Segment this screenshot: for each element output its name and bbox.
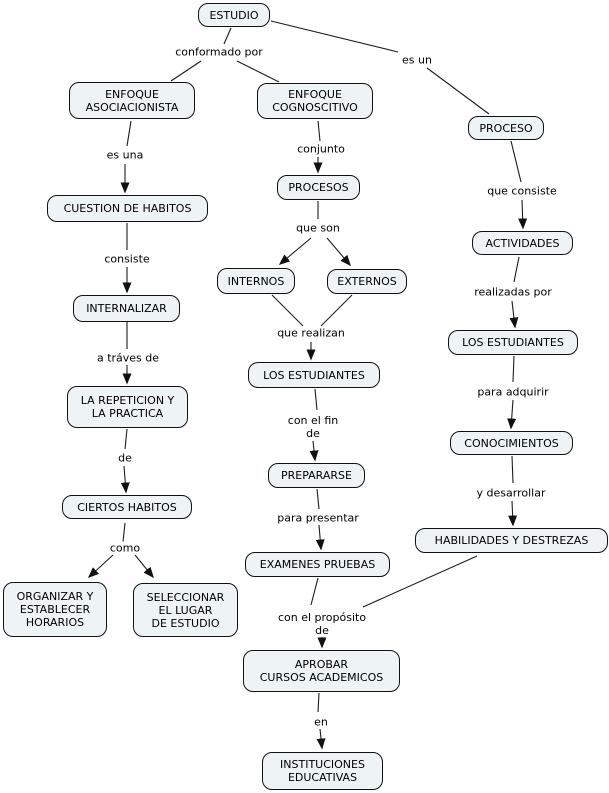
edge-label-que-son: que son <box>294 221 342 235</box>
arrow-que-son-to-internos <box>278 237 312 265</box>
edge-label-con-el-proposito-de: con el propósito de <box>275 611 369 637</box>
edge-estudio-to-conformado-por <box>223 27 232 45</box>
arrow-que-son-to-externos <box>326 237 351 267</box>
edge-aprobar-to-en <box>317 692 320 713</box>
node-internos: INTERNOS <box>217 268 295 294</box>
edge-label-con-el-fin-de: con el fin de <box>285 414 341 440</box>
edge-habilidades-y-destrezas-to-con-el-proposito <box>362 555 478 608</box>
node-enfoque-cognoscitivo: ENFOQUE COGNOSCITIVO <box>257 83 373 119</box>
node-aprobar-cursos-academicos: APROBAR CURSOS ACADEMICOS <box>243 650 400 692</box>
edge-label-es-un: es un <box>400 53 434 67</box>
arrow-con-el-fin-de-to-prepararse <box>309 440 319 462</box>
edge-los-estudiantes-centro-to-con-el-fin-de <box>314 388 318 411</box>
arrow-para-adquirir-to-conocimientos <box>507 399 517 430</box>
node-seleccionar-el-lugar-de-estudio: SELECCIONAR EL LUGAR DE ESTUDIO <box>133 583 238 637</box>
node-enfoque-asociacionista: ENFOQUE ASOCIACIONISTA <box>69 82 195 119</box>
node-externos: EXTERNOS <box>327 269 407 294</box>
edge-label-consiste: consiste <box>102 252 152 266</box>
arrow-realizadas-por-to-los-estudiantes-derecha <box>509 300 519 329</box>
edge-enfoque-cognoscitivo-to-conjunto <box>317 120 321 142</box>
edge-label-es-una: es una <box>104 148 146 162</box>
node-instituciones-educativas: INSTITUCIONES EDUCATIVAS <box>262 752 383 790</box>
edge-enfoque-asociacionista-to-es-una <box>126 120 132 147</box>
arrow-como-to-organizar <box>87 554 114 579</box>
node-procesos: PROCESOS <box>277 175 360 200</box>
edge-examenes-pruebas-to-con-el-proposito <box>310 577 319 606</box>
arrow-para-presentar-to-examenes-pruebas <box>315 524 325 551</box>
node-proceso: PROCESO <box>468 116 544 140</box>
edge-estudio-to-es-un <box>270 20 399 53</box>
edge-label-y-desarrollar: y desarrollar <box>474 486 548 500</box>
node-organizar-y-establecer-horarios: ORGANIZAR Y ESTABLECER HORARIOS <box>3 582 107 637</box>
node-internalizar: INTERNALIZAR <box>73 295 180 322</box>
edge-ciertos-habitos-to-como <box>122 522 126 543</box>
edge-externos-to-que-realizan <box>320 294 353 327</box>
node-actividades: ACTIVIDADES <box>472 231 573 255</box>
edge-label-como: como <box>107 541 143 555</box>
node-conocimientos: CONOCIMIENTOS <box>450 431 573 455</box>
node-examenes-pruebas: EXAMENES PRUEBAS <box>245 552 390 577</box>
node-los-estudiantes-derecha: LOS ESTUDIANTES <box>448 330 578 355</box>
edge-conformado-por-to-enfoque-asociacionista <box>170 60 202 82</box>
edge-es-un-to-proceso <box>426 67 490 115</box>
edge-los-estudiantes-derecha-to-para-adquirir <box>512 355 515 383</box>
edge-conformado-por-to-enfoque-cognoscitivo <box>236 60 280 83</box>
edge-label-a-traves-de: a tráves de <box>94 351 162 365</box>
node-la-repeticion-y-la-practica: LA REPETICION Y LA PRACTICA <box>67 386 188 428</box>
edge-label-para-presentar: para presentar <box>275 511 361 525</box>
edge-label-que-consiste: que consiste <box>485 184 559 198</box>
edge-proceso-to-que-consiste <box>510 140 522 183</box>
node-ciertos-habitos: CIERTOS HABITOS <box>62 495 192 519</box>
edge-prepararse-to-para-presentar <box>316 488 320 510</box>
arrow-de-to-ciertos-habitos <box>120 465 130 494</box>
edge-label-para-adquirir: para adquirir <box>475 385 551 399</box>
edge-label-realizadas-por: realizadas por <box>472 285 554 299</box>
edge-actividades-to-realizadas-por <box>513 256 520 283</box>
edge-label-conjunto: conjunto <box>295 142 347 156</box>
edge-label-conformado-por: conformado por <box>173 45 265 59</box>
node-cuestion-de-habitos: CUESTION DE HABITOS <box>47 195 208 222</box>
arrow-como-to-seleccionar <box>134 554 154 579</box>
edge-label-de: de <box>116 451 134 465</box>
edge-conocimientos-to-y-desarrollar <box>511 455 514 484</box>
edge-label-en: en <box>312 715 330 729</box>
edge-internos-to-que-realizan <box>271 294 304 327</box>
node-habilidades-y-destrezas: HABILIDADES Y DESTREZAS <box>415 528 608 553</box>
arrow-y-desarrollar-to-habilidades-y-destrezas <box>508 500 518 527</box>
node-los-estudiantes-centro: LOS ESTUDIANTES <box>248 362 380 388</box>
edge-label-que-realizan: que realizan <box>275 326 347 340</box>
node-estudio: ESTUDIO <box>198 3 270 27</box>
edge-la-repeticion-to-de <box>124 428 128 450</box>
arrow-en-to-instituciones-educativas <box>316 728 326 750</box>
node-prepararse: PREPARARSE <box>268 463 365 488</box>
arrow-que-consiste-to-actividades <box>518 199 528 230</box>
